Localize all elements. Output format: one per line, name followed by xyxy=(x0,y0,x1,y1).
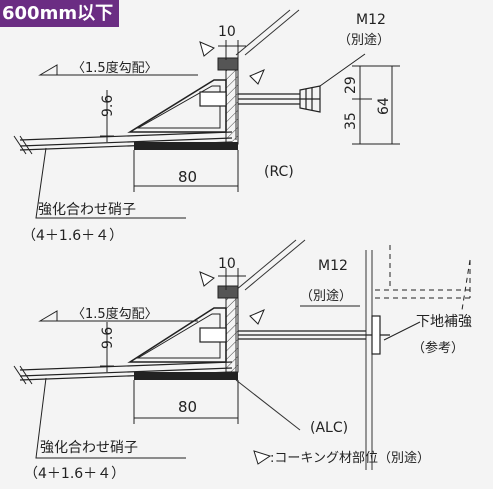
top-cap xyxy=(217,57,239,71)
top-dim-10: 10 xyxy=(218,24,236,40)
top-glass-label: 強化合わせ硝子 xyxy=(38,202,136,218)
bottom-bolt-label: M12 xyxy=(318,258,348,274)
top-wall xyxy=(235,9,300,140)
caulk-legend-text: :コーキング材部位（別途） xyxy=(270,450,430,466)
bottom-reinforce-sub: （参考） xyxy=(412,340,464,356)
bottom-glass-spec: （4＋1.6＋４） xyxy=(24,466,125,482)
caulk-legend: :コーキング材部位（別途） xyxy=(253,450,430,466)
bottom-glass-leader xyxy=(35,377,186,459)
top-slope-label: 〈1.5度勾配〉 xyxy=(72,60,158,76)
title-badge: 600mm以下 xyxy=(0,0,120,27)
bottom-dims xyxy=(100,268,421,424)
top-dim-35: 35 xyxy=(343,112,359,130)
bottom-bolt-sub: （別途） xyxy=(300,288,352,304)
top-dim-80: 80 xyxy=(178,168,197,186)
bottom-slope-label: 〈1.5度勾配〉 xyxy=(72,306,158,322)
top-channel xyxy=(134,142,238,150)
bottom-dim-96: 9.6 xyxy=(100,327,116,349)
top-bolt xyxy=(199,85,321,113)
bottom-wall xyxy=(235,239,373,470)
top-glass-leader xyxy=(35,147,186,219)
bottom-detail: 〈1.5度勾配〉 xyxy=(13,239,472,482)
top-caulk-marker-1 xyxy=(199,41,215,57)
bottom-cap xyxy=(217,285,239,299)
top-dim-64: 64 xyxy=(376,97,392,115)
bottom-channel xyxy=(134,372,238,380)
bottom-reinforce-label: 下地補強 xyxy=(416,314,472,330)
caulk-legend-icon xyxy=(253,450,272,465)
top-slope-arrow xyxy=(38,64,58,76)
top-bolt-label: M12 xyxy=(356,12,386,28)
bottom-glass-label: 強化合わせ硝子 xyxy=(40,440,138,456)
top-detail: 〈1.5度勾配〉 xyxy=(13,9,400,244)
bottom-dim-10: 10 xyxy=(218,256,236,272)
top-dims xyxy=(100,40,400,192)
top-dim-96: 9.6 xyxy=(100,95,116,117)
top-dim-29: 29 xyxy=(343,76,359,94)
top-substrate: (RC) xyxy=(264,164,294,180)
top-glass-spec: （4＋1.6＋４） xyxy=(22,228,123,244)
bottom-substrate: (ALC) xyxy=(310,420,348,436)
bottom-dim-80: 80 xyxy=(178,398,197,416)
bottom-wall-plate xyxy=(225,289,239,373)
bottom-bolt xyxy=(199,315,390,355)
top-caulk-marker-2 xyxy=(249,69,265,85)
bottom-bracket xyxy=(127,307,227,363)
top-bracket xyxy=(127,79,227,133)
bottom-reinforce xyxy=(375,245,471,311)
bottom-slope-arrow xyxy=(38,310,58,322)
bottom-caulk-marker-2 xyxy=(249,309,265,325)
bottom-caulk-marker-1 xyxy=(199,271,215,287)
top-bolt-sub: （別途） xyxy=(338,32,390,48)
